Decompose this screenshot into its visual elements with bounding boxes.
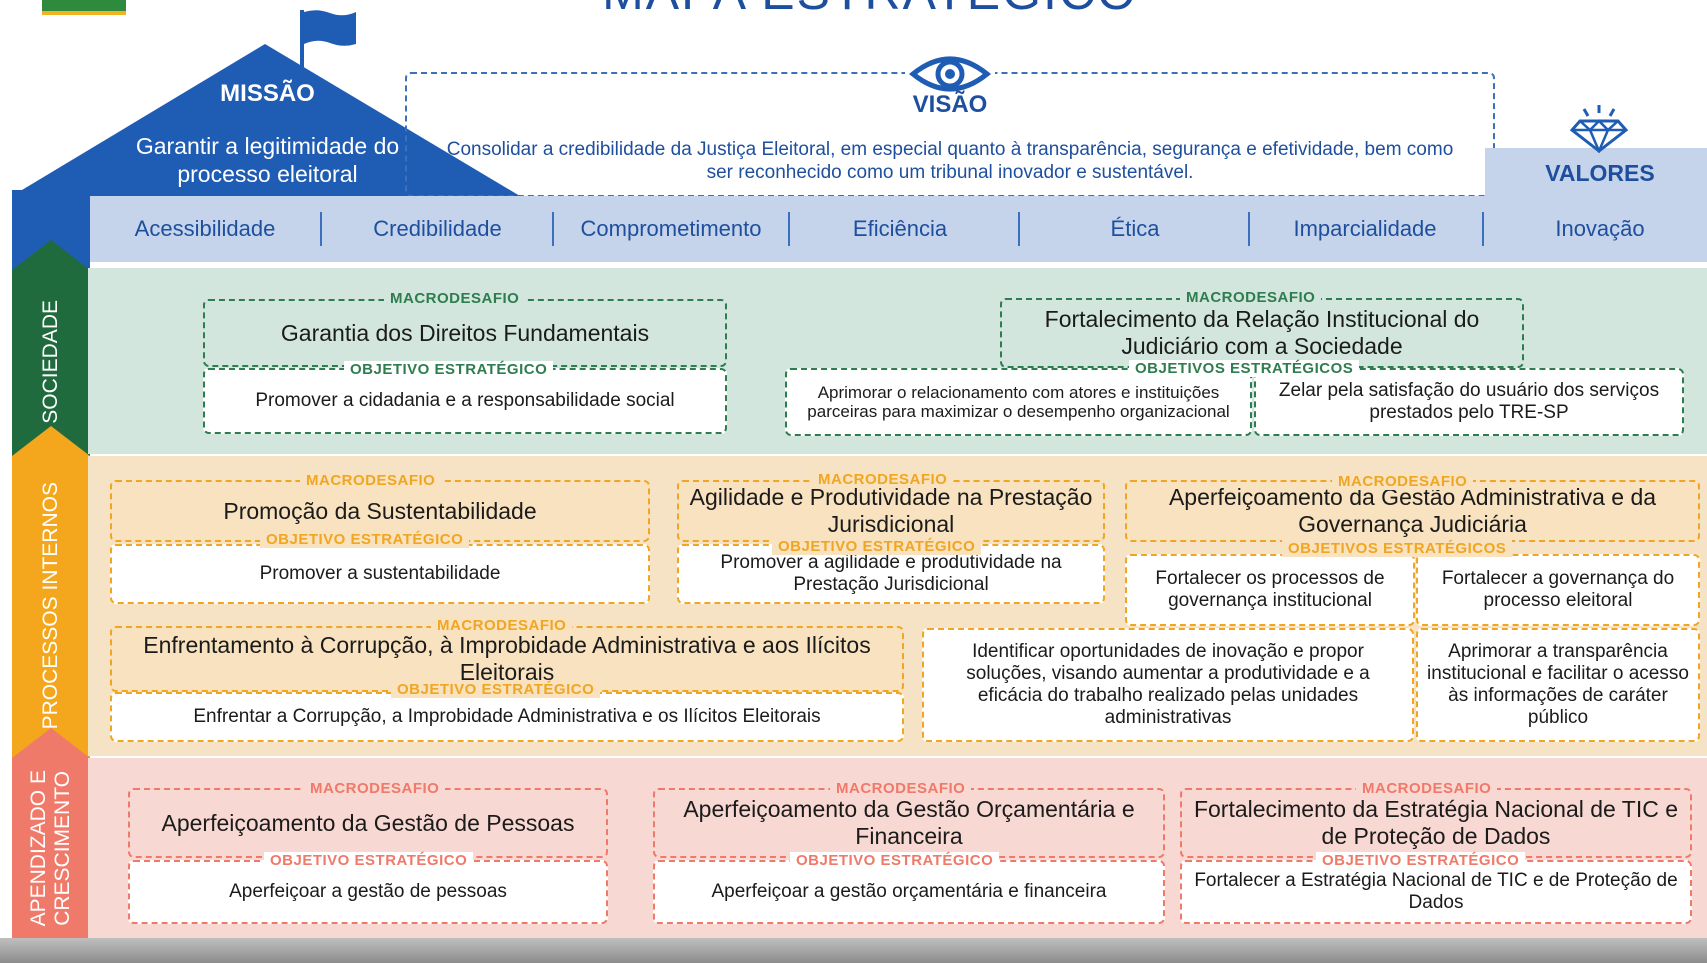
- sociedade-arrow: [12, 240, 90, 456]
- values-band: [90, 196, 1707, 262]
- macro-label: MACRODESAFIO: [812, 471, 954, 488]
- values-tab: [1485, 148, 1707, 196]
- objective-text: Enfrentar a Corrupção, a Improbidade Adm…: [193, 706, 821, 727]
- macro-agilidade-produtividade: Agilidade e Produtividade na Prestação J…: [677, 480, 1105, 542]
- value-inovacao: Inovação: [1555, 216, 1645, 241]
- perspective-processos-label: PROCESSOS INTERNOS: [39, 482, 62, 730]
- vision-text: Consolidar a credibilidade da Justiça El…: [446, 139, 1454, 183]
- objective-label: OBJETIVOS ESTRATÉGICOS: [1282, 540, 1513, 557]
- macro-text: Fortalecimento da Relação Institucional …: [1044, 306, 1480, 359]
- obj-aprimorar-transparencia: Aprimorar a transparência institucional …: [1416, 628, 1700, 742]
- objective-label: OBJETIVO ESTRATÉGICO: [790, 852, 1000, 869]
- macro-label: MACRODESAFIO: [300, 472, 442, 489]
- obj-promover-agilidade: Promover a agilidade e produtividade na …: [677, 544, 1105, 604]
- aprendizado-arrow: [12, 728, 90, 938]
- macro-text: Aperfeiçoamento da Gestão Orçamentária e…: [683, 796, 1135, 849]
- macro-text: Aperfeiçoamento da Gestão de Pessoas: [161, 809, 575, 836]
- perspective-aprendizado: APENDIZADO E CRESCIMENTO: [12, 758, 90, 938]
- page-title: MAPA ESTRATÉGICO: [520, 0, 1220, 22]
- obj-aperfeicoar-orcamentaria: Aperfeiçoar a gestão orçamentária e fina…: [653, 860, 1165, 924]
- logo: [42, 0, 126, 15]
- objective-label: OBJETIVO ESTRATÉGICO: [1316, 852, 1526, 869]
- value-separator: [552, 212, 554, 246]
- obj-identificar-inovacao: Identificar oportunidades de inovação e …: [922, 628, 1414, 742]
- value-separator: [788, 212, 790, 246]
- value-separator: [1018, 212, 1020, 246]
- macro-text: Garantia dos Direitos Fundamentais: [280, 319, 650, 346]
- macro-text: Aperfeiçoamento da Gestão Administrativa…: [1168, 484, 1657, 537]
- mission-roof-shape: [12, 44, 520, 196]
- macro-text: Enfrentamento à Corrupção, à Improbidade…: [143, 632, 871, 685]
- values-title: VALORES: [1545, 159, 1655, 186]
- objective-text: Promover a cidadania e a responsabilidad…: [255, 390, 675, 411]
- obj-zelar-satisfacao: Zelar pela satisfação do usuário dos ser…: [1254, 368, 1684, 436]
- macro-relacao-institucional: Fortalecimento da Relação Institucional …: [1000, 298, 1524, 368]
- value-separator: [1482, 212, 1484, 246]
- obj-promover-sustentabilidade: Promover a sustentabilidade: [110, 544, 650, 604]
- macro-gestao-orcamentaria: Aperfeiçoamento da Gestão Orçamentária e…: [653, 788, 1165, 858]
- obj-aperfeicoar-pessoas: Aperfeiçoar a gestão de pessoas: [128, 860, 608, 924]
- value-comprometimento: Comprometimento: [580, 216, 762, 241]
- value-separator: [320, 212, 322, 246]
- value-acessibilidade: Acessibilidade: [134, 216, 276, 241]
- objective-text: Aperfeiçoar a gestão de pessoas: [229, 881, 507, 902]
- objective-text: Fortalecer a Estratégia Nacional de TIC …: [1194, 870, 1678, 913]
- objective-text: Aperfeiçoar a gestão orçamentária e fina…: [711, 881, 1107, 902]
- macro-gestao-pessoas: Aperfeiçoamento da Gestão de Pessoas: [128, 788, 608, 858]
- objective-text: Fortalecer os processos de governança in…: [1155, 568, 1385, 611]
- value-imparcialidade: Imparcialidade: [1293, 216, 1437, 241]
- obj-aprimorar-relacionamento: Aprimorar o relacionamento com atores e …: [785, 368, 1252, 436]
- flagpole: [300, 10, 304, 68]
- objective-label: OBJETIVO ESTRATÉGICO: [344, 361, 554, 378]
- macro-text: Fortalecimento da Estratégia Nacional de…: [1193, 796, 1679, 849]
- macro-estrategia-tic: Fortalecimento da Estratégia Nacional de…: [1180, 788, 1692, 858]
- objective-text: Aprimorar o relacionamento com atores e …: [807, 383, 1230, 421]
- perspective-processos: PROCESSOS INTERNOS: [12, 456, 90, 756]
- objective-text: Fortalecer a governança do processo elei…: [1441, 568, 1675, 611]
- objective-label: OBJETIVO ESTRATÉGICO: [391, 681, 601, 698]
- macro-label: MACRODESAFIO: [1356, 780, 1498, 797]
- objective-text: Promover a sustentabilidade: [259, 563, 501, 584]
- value-credibilidade: Credibilidade: [373, 216, 502, 241]
- obj-enfrentar-corrupcao: Enfrentar a Corrupção, a Improbidade Adm…: [110, 692, 904, 742]
- perspective-sociedade-label: SOCIEDADE: [39, 300, 62, 424]
- macro-label: MACRODESAFIO: [1180, 289, 1322, 306]
- objective-text: Identificar oportunidades de inovação e …: [966, 641, 1370, 728]
- value-etica: Ética: [1110, 216, 1160, 241]
- macro-gestao-administrativa: Aperfeiçoamento da Gestão Administrativa…: [1125, 480, 1700, 542]
- objective-text: Promover a agilidade e produtividade na …: [720, 552, 1062, 595]
- macro-label: MACRODESAFIO: [1332, 473, 1474, 490]
- perspective-aprendizado-label-1: APENDIZADO E: [27, 769, 50, 927]
- macro-text: Agilidade e Produtividade na Prestação J…: [689, 484, 1093, 537]
- macro-label: MACRODESAFIO: [304, 780, 446, 797]
- obj-governanca-eleitoral: Fortalecer a governança do processo elei…: [1416, 554, 1700, 626]
- house-and-perspective-bars: [12, 44, 520, 938]
- obj-governanca-institucional: Fortalecer os processos de governança in…: [1125, 554, 1415, 626]
- flag-icon: [304, 10, 356, 46]
- objective-label: OBJETIVO ESTRATÉGICO: [260, 531, 470, 548]
- mission-title: MISSÃO: [220, 80, 315, 107]
- macro-label: MACRODESAFIO: [384, 290, 526, 307]
- bottom-shadow: [0, 938, 1707, 963]
- processos-arrow: [12, 426, 90, 758]
- eye-icon: [905, 52, 995, 96]
- obj-fortalecer-tic: Fortalecer a Estratégia Nacional de TIC …: [1180, 860, 1692, 924]
- value-eficiencia: Eficiência: [852, 216, 948, 241]
- macro-text: Promoção da Sustentabilidade: [223, 497, 537, 524]
- macro-label: MACRODESAFIO: [431, 617, 573, 634]
- objective-text: Zelar pela satisfação do usuário dos ser…: [1278, 380, 1660, 423]
- macro-garantia-direitos: Garantia dos Direitos Fundamentais: [203, 299, 727, 367]
- obj-promover-cidadania: Promover a cidadania e a responsabilidad…: [203, 368, 727, 434]
- objective-label: OBJETIVO ESTRATÉGICO: [264, 852, 474, 869]
- value-separator: [1248, 212, 1250, 246]
- diamond-icon: [1569, 105, 1629, 153]
- macro-label: MACRODESAFIO: [830, 780, 972, 797]
- mission-text: Garantir a legitimidade do processo elei…: [135, 133, 400, 187]
- objective-label: OBJETIVO ESTRATÉGICO: [772, 538, 982, 555]
- objective-text: Aprimorar a transparência institucional …: [1427, 641, 1689, 728]
- objective-label: OBJETIVOS ESTRATÉGICOS: [1129, 360, 1360, 377]
- perspective-sociedade: SOCIEDADE: [12, 268, 90, 456]
- perspective-aprendizado-label-2: CRESCIMENTO: [51, 770, 74, 926]
- vision-title: VISÃO: [912, 91, 988, 118]
